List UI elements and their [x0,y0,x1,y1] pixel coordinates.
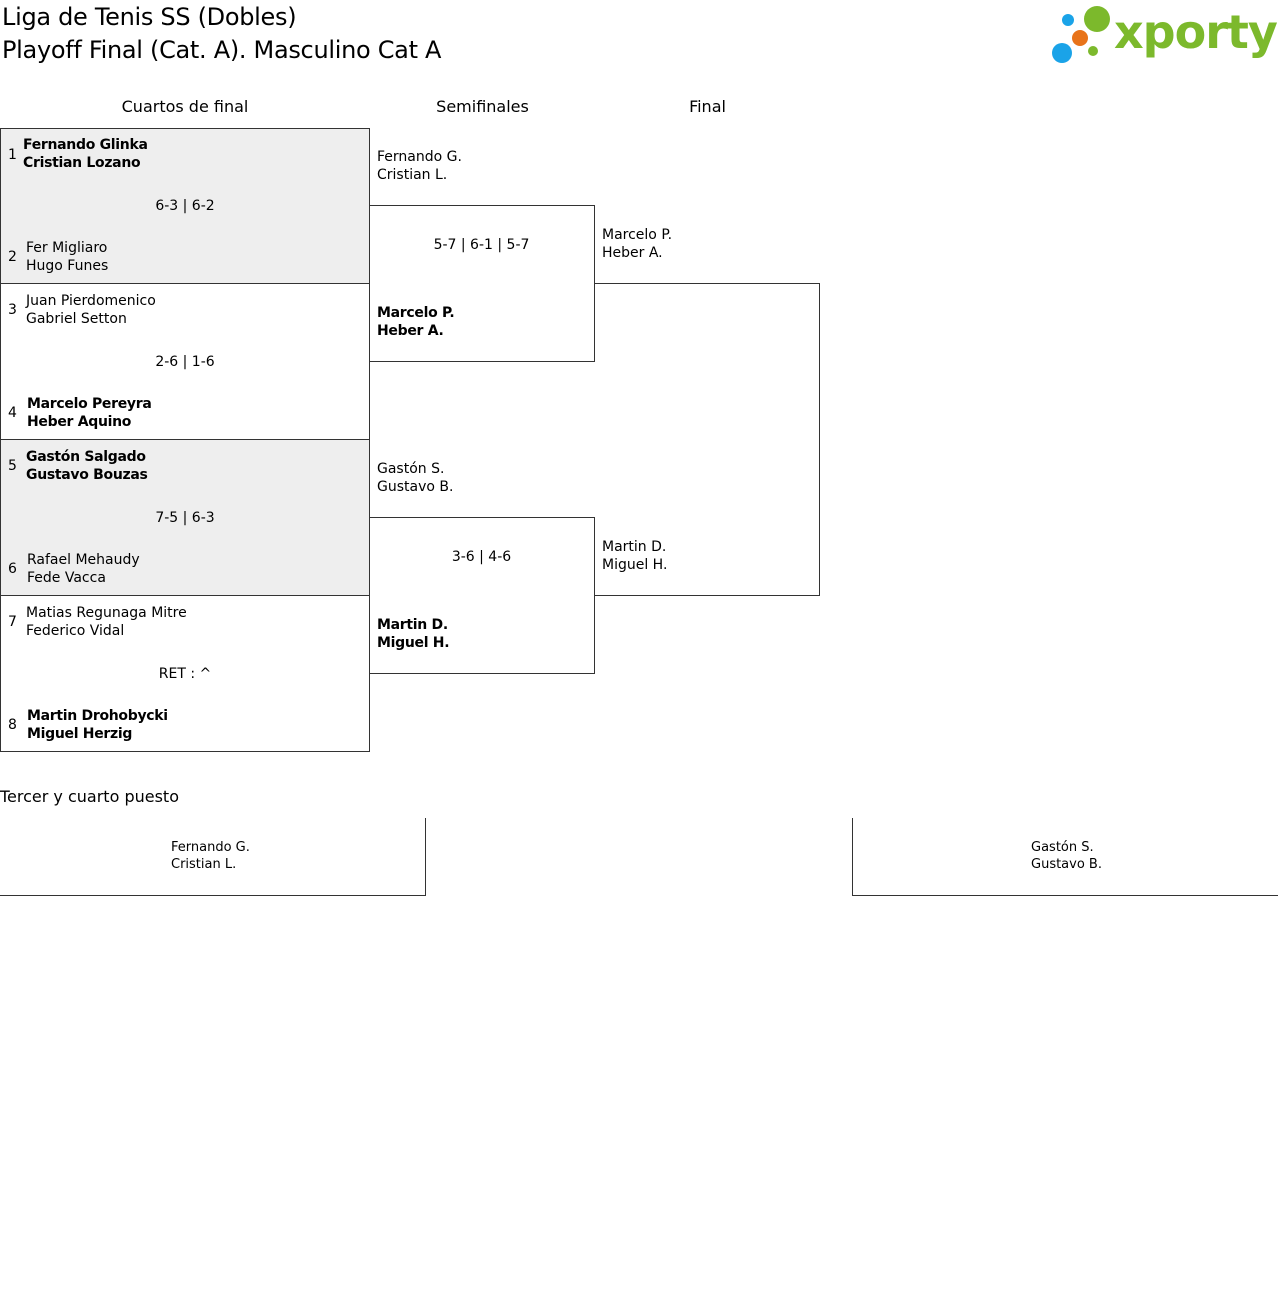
player-name: Marcelo P. [602,227,673,243]
player-name: Gustavo B. [1031,857,1102,872]
quarterfinal-match-3[interactable]: 5 Gastón Salgado Gustavo Bouzas 7-5 | 6-… [0,439,370,596]
round-heading-quarterfinals: Cuartos de final [121,97,249,116]
player-name: Gastón S. [377,461,445,477]
seed-number: 5 [8,458,17,474]
player-name: Miguel Herzig [27,726,133,742]
player-name: Gustavo Bouzas [26,467,148,483]
quarterfinal-match-1[interactable]: 1 Fernando Glinka Cristian Lozano 6-3 | … [0,128,370,284]
page-title: Liga de Tenis SS (Dobles) [2,3,297,31]
player-name: Martin D. [377,617,448,633]
player-name: Cristian L. [377,167,448,183]
seed-number: 2 [8,249,17,265]
team-bottom-winner[interactable]: Martin Drohobycki Miguel Herzig [27,707,168,743]
player-name: Miguel H. [602,557,668,573]
player-name: Gastón Salgado [26,449,146,465]
xporty-logo[interactable]: xporty [1050,4,1278,68]
final-team-top[interactable]: Marcelo P. Heber A. [602,226,672,262]
quarterfinal-match-2[interactable]: 3 Juan Pierdomenico Gabriel Setton 2-6 |… [0,283,370,440]
third-place-team-right[interactable]: Gastón S. Gustavo B. [1031,839,1102,873]
player-name: Matias Regunaga Mitre [26,605,187,621]
match-score: 7-5 | 6-3 [155,510,215,526]
third-place-right-slot[interactable]: Gastón S. Gustavo B. [852,818,1278,896]
third-place-team-left[interactable]: Fernando G. Cristian L. [171,839,250,873]
logo-dot-blue-small [1062,14,1074,26]
round-heading-semifinals: Semifinales [436,97,529,116]
player-name: Marcelo Pereyra [27,396,152,412]
player-name: Federico Vidal [26,623,125,639]
logo-dot-green [1084,6,1110,32]
semifinal-2-team-top[interactable]: Gastón S. Gustavo B. [377,460,453,496]
team-top-winner[interactable]: Fernando Glinka Cristian Lozano [23,136,148,172]
player-name: Cristian Lozano [23,155,141,171]
match-score: 3-6 | 4-6 [451,549,512,565]
final-match[interactable]: Martin D. Miguel H. [594,283,820,596]
logo-dot-green-small [1088,46,1098,56]
seed-number: 4 [8,405,17,421]
quarterfinal-match-4[interactable]: 7 Matias Regunaga Mitre Federico Vidal R… [0,595,370,752]
match-score: 6-3 | 6-2 [155,198,215,214]
seed-number: 1 [8,147,17,163]
player-name: Hugo Funes [26,258,109,274]
player-name: Rafael Mehaudy [27,552,140,568]
team-bottom-winner[interactable]: Marcelo Pereyra Heber Aquino [27,395,152,431]
player-name: Martin D. [602,539,667,555]
team-top-winner[interactable]: Gastón Salgado Gustavo Bouzas [26,448,148,484]
semifinal-2-team-bottom-winner[interactable]: Martin D. Miguel H. [377,616,450,652]
player-name: Heber A. [377,323,444,339]
player-name: Gustavo B. [377,479,454,495]
semifinal-match-2[interactable]: 3-6 | 4-6 Martin D. Miguel H. [369,517,595,674]
player-name: Fernando G. [377,149,462,165]
semifinal-1-team-bottom-winner[interactable]: Marcelo P. Heber A. [377,304,455,340]
third-place-heading: Tercer y cuarto puesto [0,787,179,806]
semifinal-1-team-top[interactable]: Fernando G. Cristian L. [377,148,462,184]
player-name: Miguel H. [377,635,450,651]
logo-text: xporty [1114,5,1278,59]
match-score: RET : ^ [158,666,212,682]
player-name: Fede Vacca [27,570,106,586]
player-name: Cristian L. [171,857,237,872]
team-top[interactable]: Matias Regunaga Mitre Federico Vidal [26,604,187,640]
third-place-left-slot[interactable]: Fernando G. Cristian L. [0,818,426,896]
seed-number: 8 [8,717,17,733]
player-name: Gabriel Setton [26,311,127,327]
team-top[interactable]: Juan Pierdomenico Gabriel Setton [26,292,156,328]
logo-dot-orange [1072,30,1088,46]
final-team-bottom[interactable]: Martin D. Miguel H. [602,538,667,574]
player-name: Fer Migliaro [26,240,108,256]
player-name: Fernando Glinka [23,137,148,153]
semifinal-match-1[interactable]: 5-7 | 6-1 | 5-7 Marcelo P. Heber A. [369,205,595,362]
logo-dot-blue [1052,43,1072,63]
team-bottom[interactable]: Fer Migliaro Hugo Funes [26,239,108,275]
round-heading-final: Final [689,97,726,116]
team-bottom[interactable]: Rafael Mehaudy Fede Vacca [27,551,140,587]
seed-number: 6 [8,561,17,577]
match-score: 2-6 | 1-6 [155,354,215,370]
player-name: Juan Pierdomenico [26,293,156,309]
player-name: Gastón S. [1031,840,1094,855]
player-name: Martin Drohobycki [27,708,168,724]
player-name: Fernando G. [171,840,250,855]
player-name: Marcelo P. [377,305,455,321]
seed-number: 3 [8,302,17,318]
seed-number: 7 [8,614,17,630]
player-name: Heber Aquino [27,414,132,430]
match-score: 5-7 | 6-1 | 5-7 [433,237,530,253]
player-name: Heber A. [602,245,663,261]
page-subtitle: Playoff Final (Cat. A). Masculino Cat A [2,36,442,64]
